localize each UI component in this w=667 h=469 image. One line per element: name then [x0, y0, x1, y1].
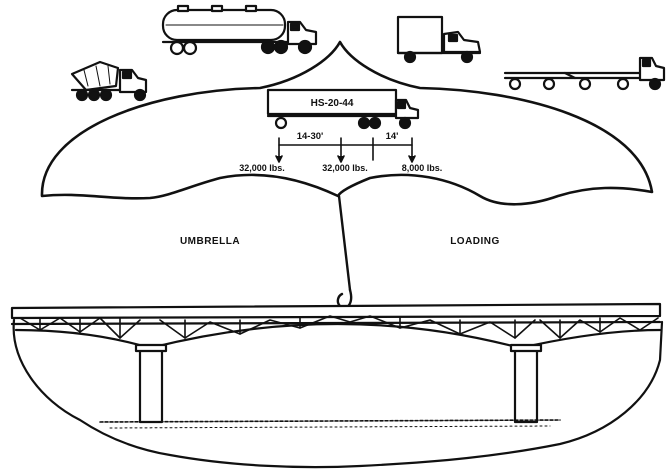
umbrella-label: UMBRELLA: [180, 236, 240, 247]
axle-spacing-front-label: 14': [386, 131, 399, 142]
flatbed-truck-icon: [505, 58, 664, 89]
axle-load-middle-label: 32,000 lbs.: [322, 163, 368, 173]
truck-designation-label: HS-20-44: [311, 98, 354, 109]
axle-spacing-rear-label: 14-30': [297, 131, 324, 142]
loading-label: LOADING: [450, 236, 500, 247]
axle-load-front-label: 8,000 lbs.: [402, 163, 443, 173]
cement-mixer-icon: [72, 62, 146, 100]
axle-load-rear-label: 32,000 lbs.: [239, 163, 285, 173]
box-truck-icon: [398, 17, 480, 62]
truss-bridge: [12, 304, 662, 467]
tanker-truck-icon: [163, 6, 316, 54]
